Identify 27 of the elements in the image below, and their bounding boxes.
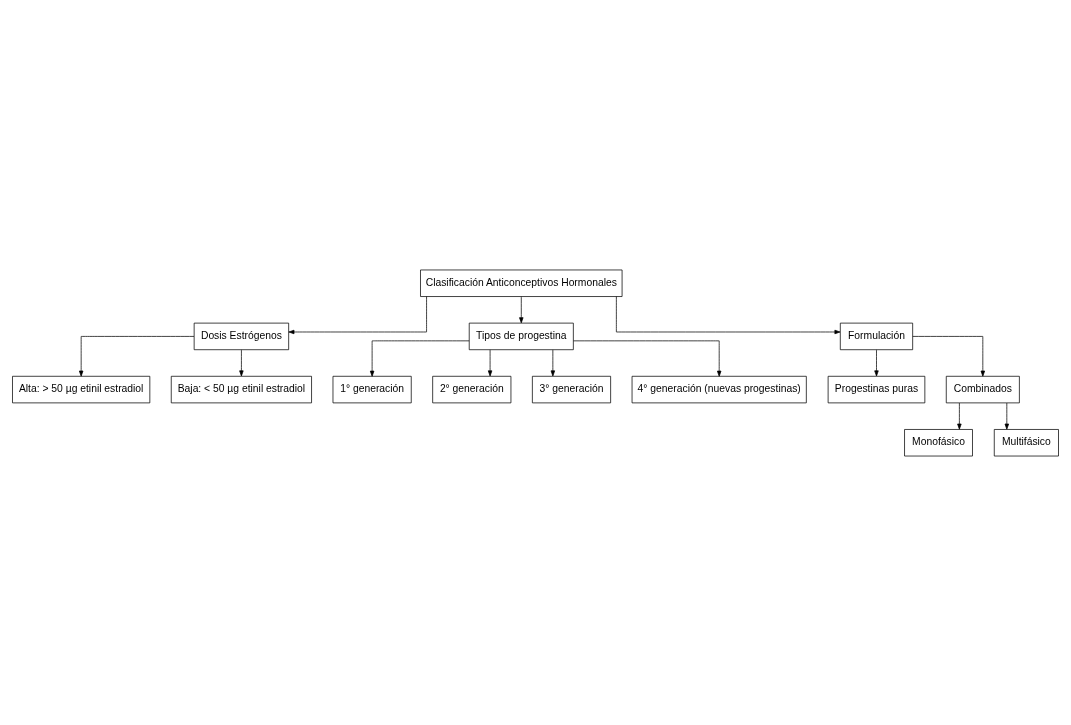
node-box: 2° generación xyxy=(432,375,512,403)
arrow xyxy=(616,295,841,334)
arrow xyxy=(519,295,524,323)
arrow xyxy=(288,295,427,334)
node-box: Clasificación Anticonceptivos Hormonales xyxy=(420,269,623,297)
node-box: 1° generación xyxy=(332,375,412,403)
arrow xyxy=(1004,402,1009,430)
node-box: Multifásico xyxy=(993,428,1059,456)
arrow xyxy=(874,348,879,376)
arrow xyxy=(369,340,470,377)
arrow xyxy=(239,348,244,376)
node-box: Monofásico xyxy=(904,428,973,456)
node-box: Progestinas puras xyxy=(827,375,926,403)
node-box: 3° generación xyxy=(532,375,611,403)
node-box: Dosis Estrógenos xyxy=(193,322,290,350)
node-box: 4° generación (nuevas progestinas) xyxy=(631,375,807,403)
arrow xyxy=(550,348,556,376)
arrow xyxy=(78,335,195,377)
node-box: Tipos de progestina xyxy=(468,322,574,350)
node-box: Combinados xyxy=(945,375,1020,403)
arrow xyxy=(573,340,722,377)
node-box: Baja: < 50 µg etinil estradiol xyxy=(170,375,312,403)
arrow xyxy=(912,335,985,377)
node-box: Formulación xyxy=(839,322,914,350)
arrow xyxy=(957,402,962,430)
arrow xyxy=(487,348,493,376)
node-box: Alta: > 50 µg etinil estradiol xyxy=(12,375,151,403)
